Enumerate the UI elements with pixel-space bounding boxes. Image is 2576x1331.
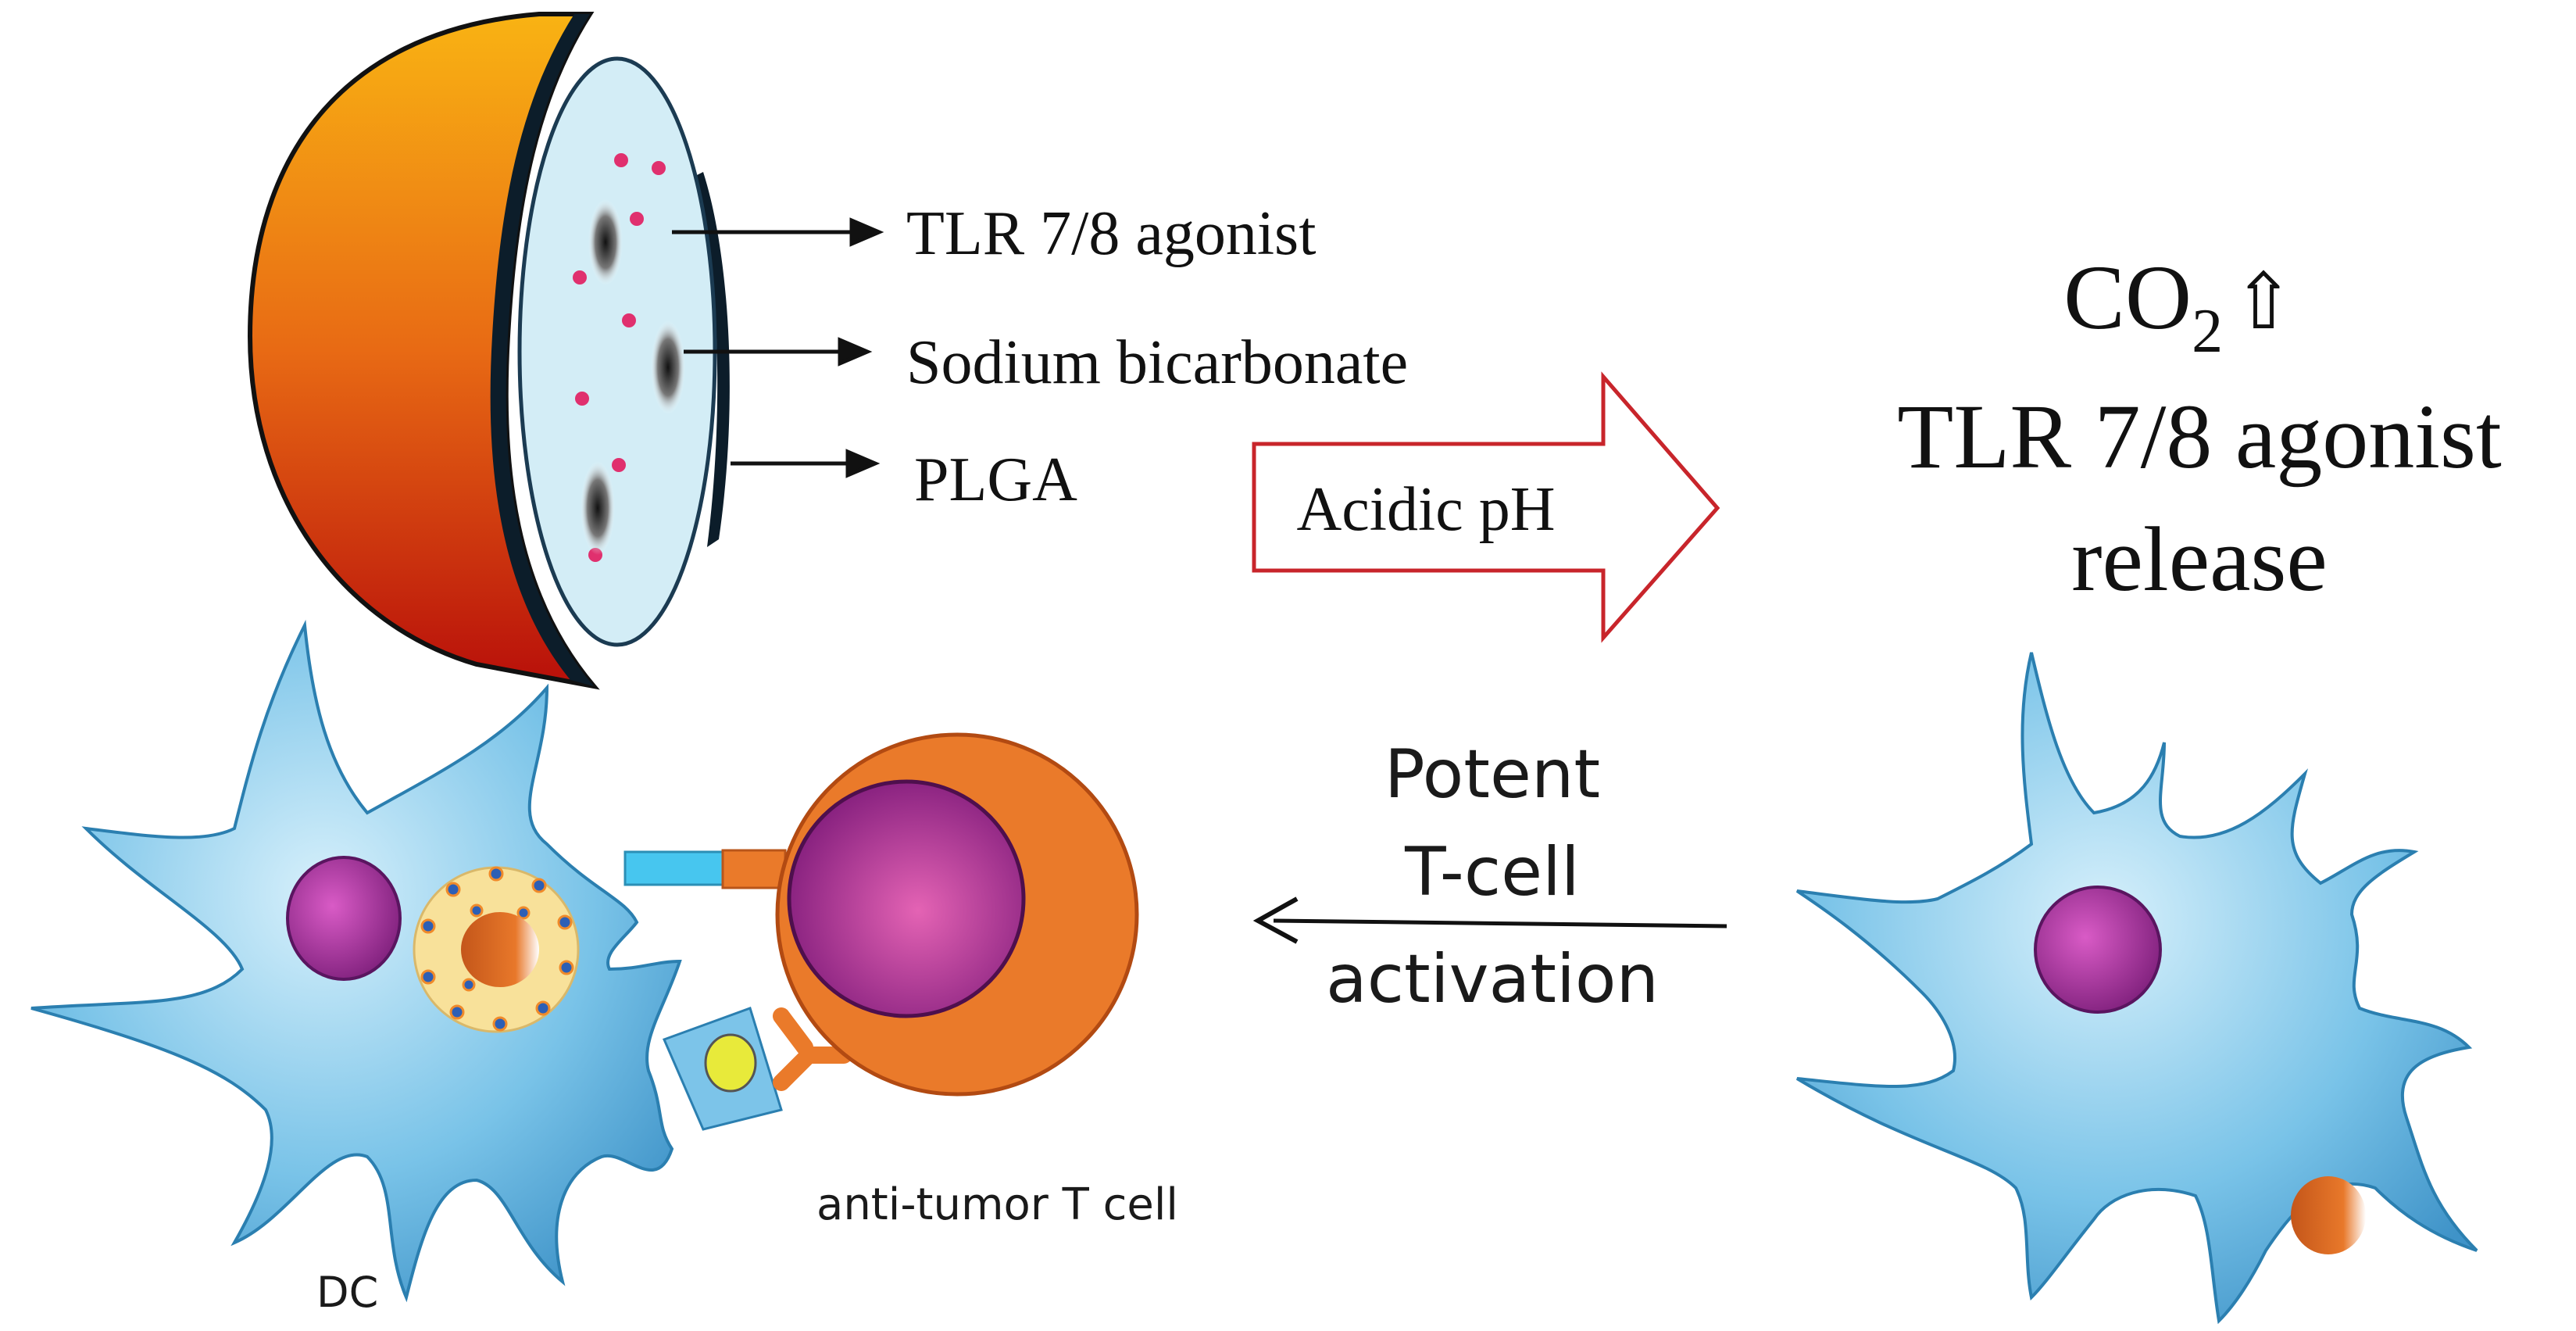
potent-line-2: T-cell [1404, 833, 1580, 911]
particle-dot [488, 866, 504, 882]
release-line-2: release [2071, 508, 2328, 610]
tlr-agonist-dot [622, 313, 636, 327]
endosome-dots [420, 866, 574, 1032]
tlr-agonist-dot [614, 153, 628, 167]
arrowhead [845, 449, 881, 478]
particle-dot [559, 960, 574, 975]
particle-dot [462, 978, 476, 992]
t-cell-receptor [773, 1007, 852, 1091]
tcr-connector [721, 849, 787, 889]
acidic-ph-label: Acidic pH [1296, 475, 1555, 544]
sodium-bicarbonate-label: Sodium bicarbonate [906, 328, 1408, 397]
bicarbonate-particle [651, 320, 685, 414]
t-cell-label: anti-tumor T cell [816, 1179, 1178, 1230]
plga-label: PLGA [914, 445, 1077, 514]
core-rim [694, 172, 730, 547]
arrowhead [849, 217, 884, 247]
bicarbonate-particles [581, 199, 685, 555]
co2-text: CO [2063, 246, 2192, 349]
up-arrow-icon: ⇧ [2231, 259, 2296, 345]
arrowhead [838, 337, 873, 367]
tlr-agonist-label: TLR 7/8 agonist [906, 199, 1316, 268]
pointer-arrows [672, 217, 884, 478]
dc-right-nucleus [2034, 886, 2162, 1014]
t-cell-nucleus [787, 779, 1026, 1018]
particle-dot [420, 918, 436, 934]
shell-inner-edge [490, 14, 594, 686]
tlr-agonist-dot [573, 270, 587, 284]
activation-arrow-shaft [1273, 918, 1727, 928]
particle-dot [535, 1000, 551, 1016]
dc-label: DC [316, 1268, 378, 1317]
potent-line-1: Potent [1384, 735, 1600, 814]
particle-dot [470, 903, 484, 918]
mhc-receptor [623, 850, 728, 886]
particle-dot [516, 906, 531, 920]
dendritic-cell-left [30, 619, 783, 1303]
potent-line-3: activation [1326, 940, 1659, 1018]
tlr-agonist-dot [575, 392, 589, 406]
endosome-bead [461, 912, 539, 987]
particle-dot [420, 969, 436, 985]
activation-arrowhead [1252, 896, 1299, 944]
tlr-agonist-dot [630, 212, 644, 226]
particle-dot [449, 1004, 465, 1020]
arrow-left-icon [1252, 896, 1727, 944]
nanoparticle [247, 12, 730, 690]
particle-dot [557, 914, 573, 930]
bicarbonate-particle [588, 199, 623, 285]
particle-dot [445, 882, 461, 897]
antigen-icon [704, 1033, 757, 1093]
tlr-agonist-dot [652, 161, 666, 175]
co2-subscript: 2 [2192, 297, 2223, 366]
dc-nucleus [286, 856, 402, 981]
particle-dot [492, 1016, 508, 1032]
dc-right-bead [2291, 1176, 2366, 1254]
co2-label: CO2⇧ [2063, 246, 2296, 366]
particle-dot [531, 878, 547, 893]
dendritic-cell-right [1795, 652, 2478, 1325]
tlr-agonist-dot [612, 458, 626, 472]
t-cell [721, 732, 1139, 1097]
acidic-ph-block-arrow [1252, 371, 1720, 643]
drug-dots [573, 153, 666, 562]
release-line-1: TLR 7/8 agonist [1897, 385, 2502, 488]
bicarbonate-particle [581, 461, 615, 555]
